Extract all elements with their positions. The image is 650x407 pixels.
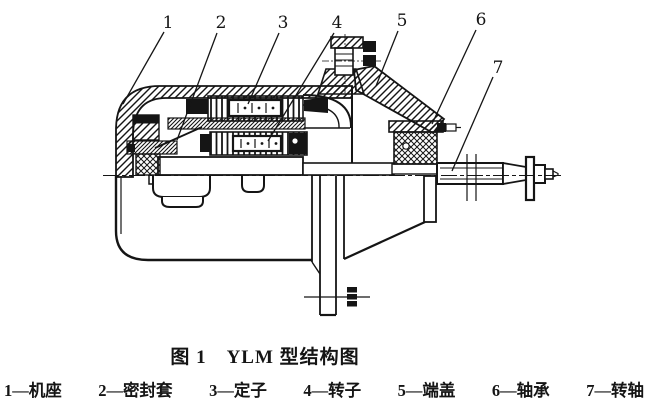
callout-seal-sleeve: 2: [176, 13, 227, 141]
bearing-cap-plate: [388, 120, 444, 133]
callout-number: 7: [493, 58, 504, 78]
stator-coil-end-right: [304, 97, 328, 113]
callout-rotor: 4: [267, 13, 343, 142]
figure-caption: 图 1 YLM 型结构图: [170, 347, 360, 368]
rotor: [200, 131, 308, 156]
bearing-block: [393, 131, 438, 165]
callouts: 1 2 3 4 5 6 7: [122, 10, 504, 172]
motor-section-drawing: 1 2 3 4 5 6 7: [103, 10, 563, 317]
eyebolt-nut: [363, 55, 376, 66]
stator-slot-window: [227, 98, 283, 118]
frame-lower-housing: [114, 175, 437, 262]
rotor-end-ring-left: [200, 134, 211, 152]
callout-number: 2: [216, 13, 227, 33]
callout-number: 3: [278, 13, 289, 33]
callout-bearing: 6: [431, 10, 487, 125]
legend-item-4: 4—转子: [303, 381, 362, 400]
callout-number: 1: [163, 13, 174, 33]
callout-stator: 3: [247, 13, 289, 105]
rotor-slot-window: [231, 134, 283, 153]
callout-end-cover: 5: [375, 11, 408, 87]
stator: [186, 95, 304, 122]
legend-item-6: 6—轴承: [491, 381, 550, 400]
pipe-fitting: [347, 287, 357, 307]
bearing-bolt: [437, 123, 446, 132]
legend-item-5: 5—端盖: [397, 381, 456, 400]
callout-number: 5: [397, 11, 408, 31]
eyebolt-nut: [363, 41, 376, 52]
eyebolt-head: [330, 36, 364, 49]
callout-frame: 1: [122, 13, 174, 105]
legend-item-3: 3—定子: [209, 381, 267, 400]
callout-number: 4: [332, 13, 343, 33]
shaft-seal-assembly: [126, 114, 178, 176]
eyebolt: [322, 34, 383, 94]
drain-pipe: [304, 176, 370, 317]
rotor-end-ring-right: [289, 133, 307, 154]
legend-item-2: 2—密封套: [98, 381, 173, 400]
bearing-assembly: [388, 120, 461, 165]
legend-item-1: 1—机座: [4, 381, 62, 400]
callout-shaft: 7: [451, 58, 504, 172]
callout-number: 6: [476, 10, 487, 30]
shaft: [157, 154, 559, 202]
parts-legend: 1—机座 2—密封套 3—定子 4—转子 5—端盖 6—轴承 7—转轴: [4, 377, 644, 401]
legend-item-7: 7—转轴: [586, 381, 644, 400]
